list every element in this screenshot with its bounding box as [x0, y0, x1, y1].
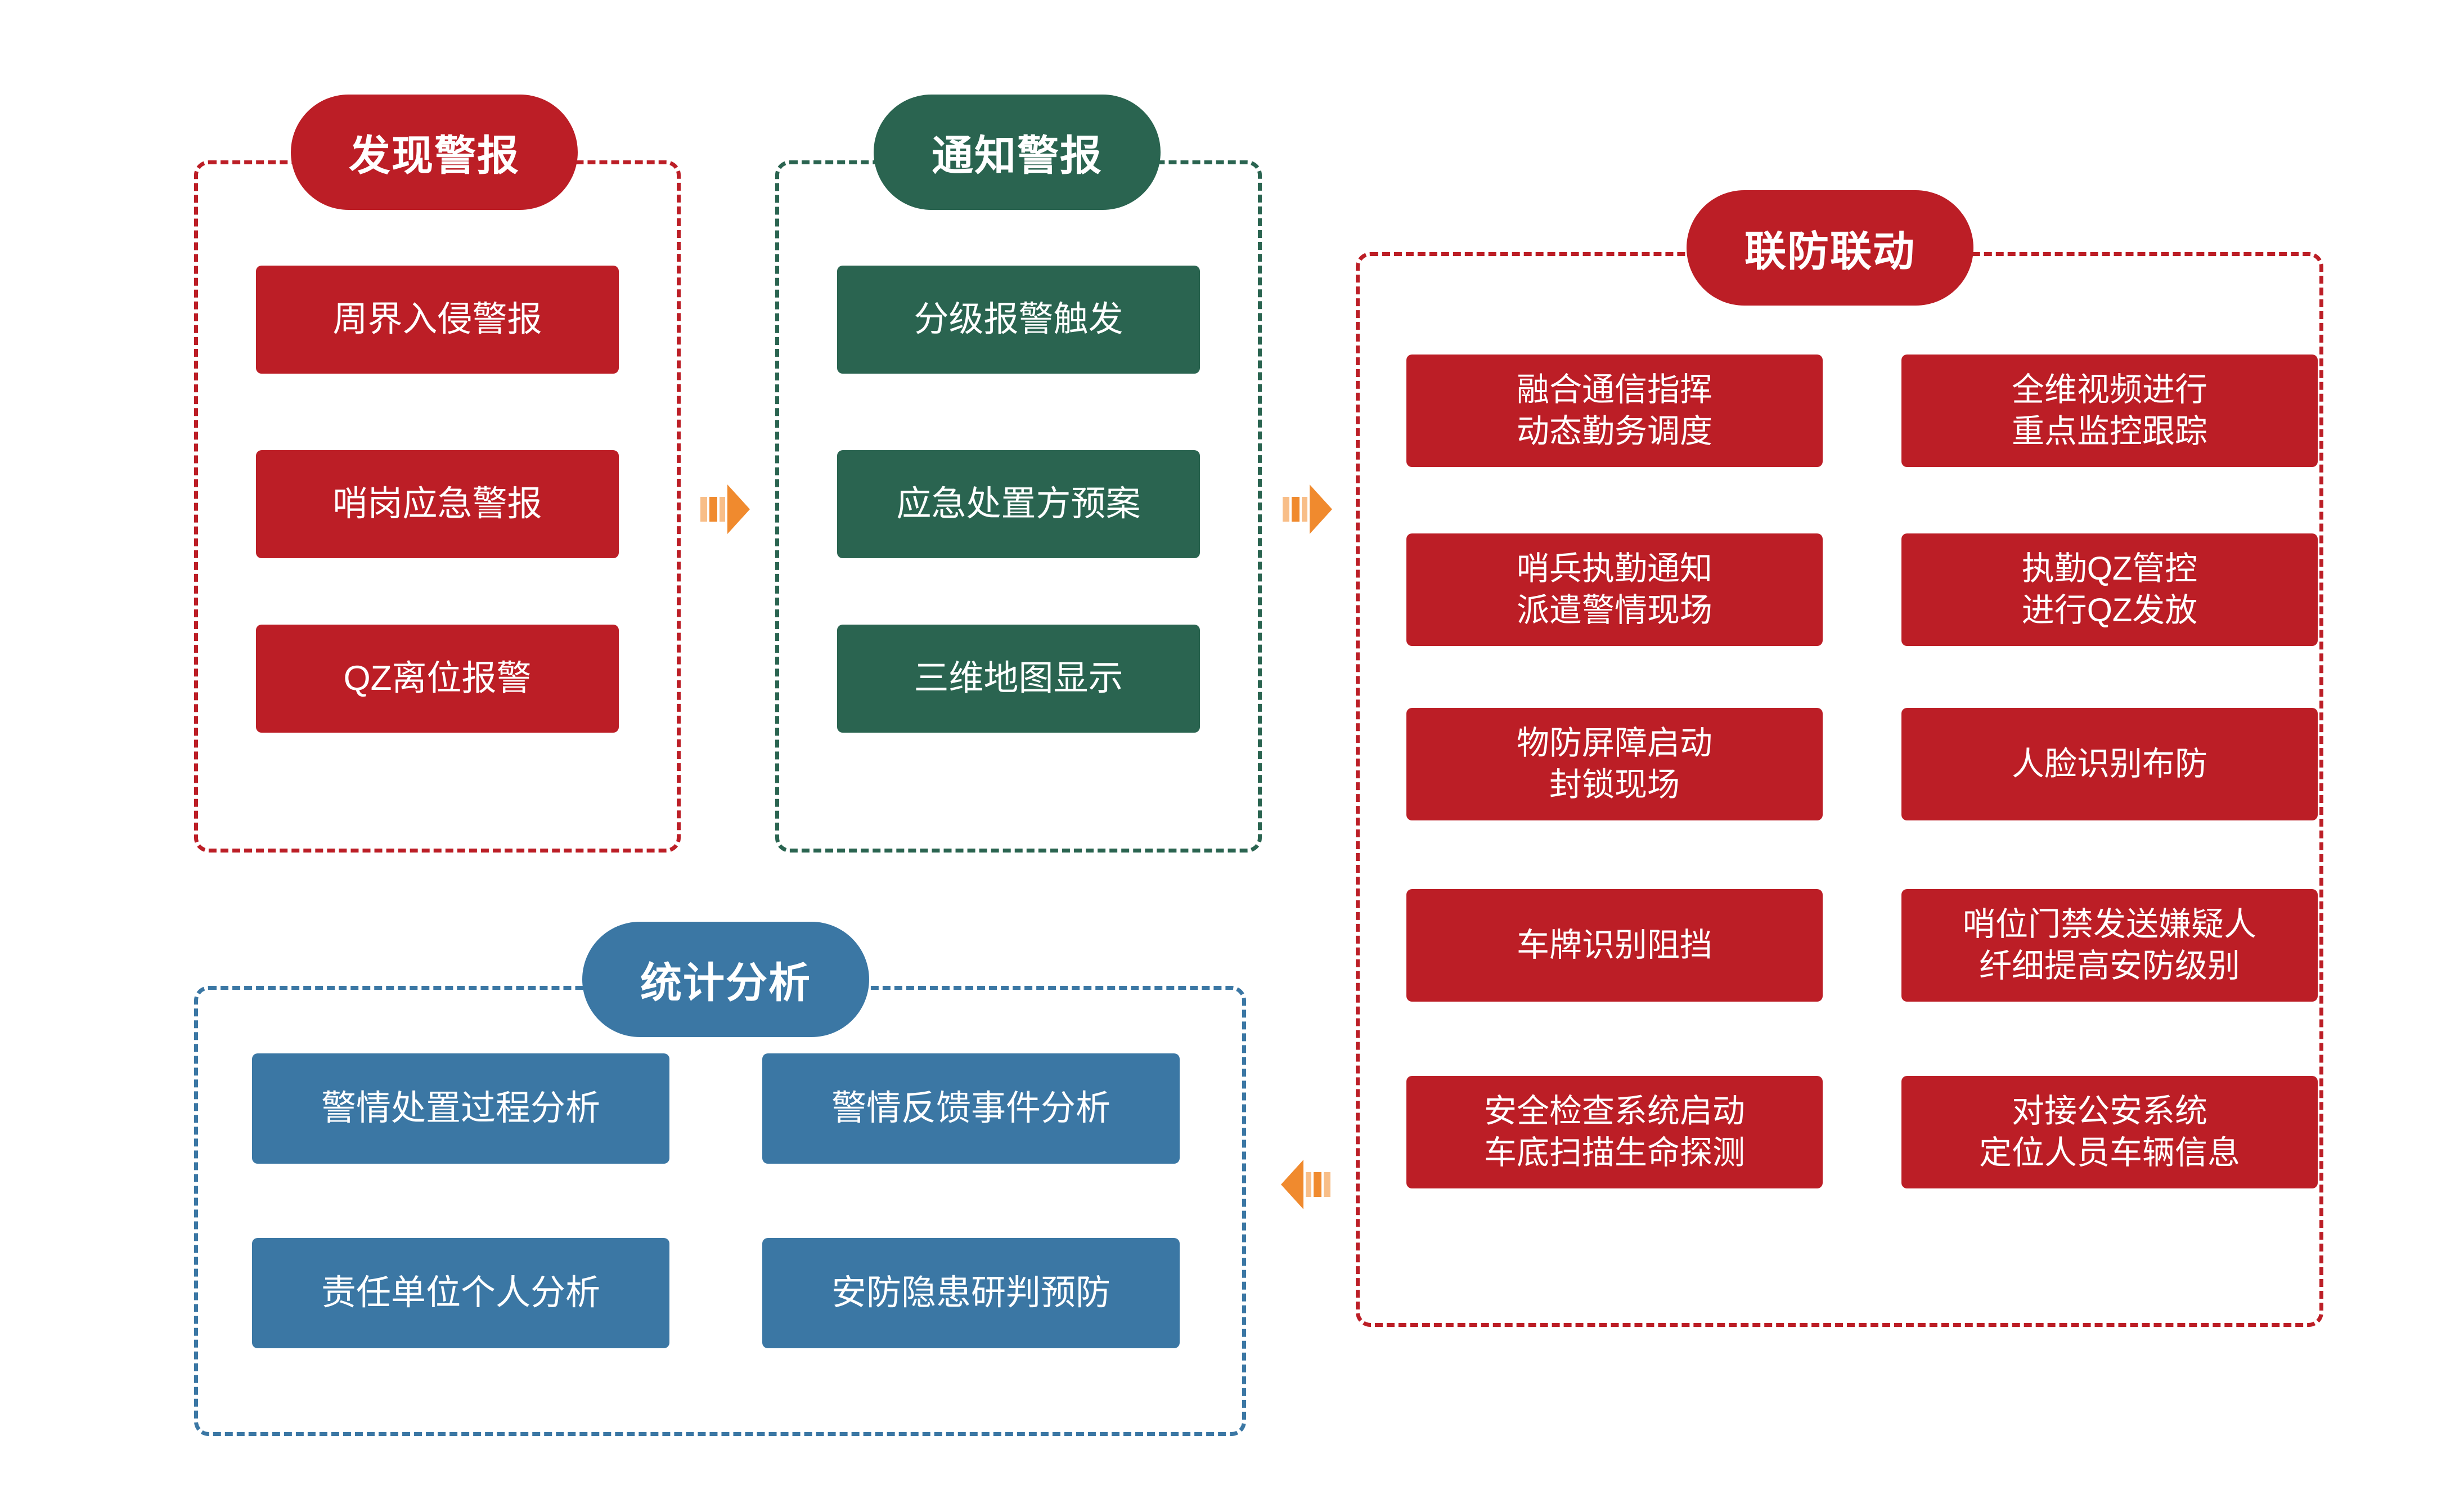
- item-label: 哨位门禁发送嫌疑人 纤细提高安防级别: [1962, 905, 2256, 984]
- item-label: 安全检查系统启动 车底扫描生命探测: [1483, 1092, 1745, 1171]
- item-box-graded-alarm-trigger[interactable]: 分级报警触发: [837, 266, 1200, 374]
- item-label: QZ离位报警: [343, 659, 532, 698]
- item-box-responsible-unit-analysis[interactable]: 责任单位个人分析: [252, 1238, 669, 1348]
- item-box-incident-handling-analysis[interactable]: 警情处置过程分析: [252, 1053, 669, 1164]
- arrow-notify-to-joint: [1283, 481, 1333, 537]
- group-header-joint-defense[interactable]: 联防联动: [1687, 190, 1973, 306]
- item-label: 哨兵执勤通知 派遣警情现场: [1516, 550, 1712, 629]
- group-header-discover-alarm[interactable]: 发现警报: [291, 95, 578, 210]
- item-box-gate-suspect-alert[interactable]: 哨位门禁发送嫌疑人 纤细提高安防级别: [1901, 889, 2318, 1002]
- group-header-label: 统计分析: [640, 959, 811, 1006]
- item-box-perimeter-intrusion-alarm[interactable]: 周界入侵警报: [256, 266, 619, 374]
- item-box-incident-feedback-analysis[interactable]: 警情反馈事件分析: [762, 1053, 1180, 1164]
- item-label: 警情处置过程分析: [321, 1089, 600, 1128]
- item-box-security-risk-prevention[interactable]: 安防隐患研判预防: [762, 1238, 1180, 1348]
- item-box-sentry-duty-dispatch[interactable]: 哨兵执勤通知 派遣警情现场: [1406, 533, 1823, 646]
- item-label: 警情反馈事件分析: [831, 1089, 1110, 1128]
- group-header-notify-alarm[interactable]: 通知警报: [874, 95, 1161, 210]
- item-box-duty-qz-control[interactable]: 执勤QZ管控 进行QZ发放: [1901, 533, 2318, 646]
- group-header-label: 通知警报: [932, 132, 1103, 179]
- item-label: 人脸识别布防: [2011, 745, 2207, 782]
- item-box-security-inspection-system[interactable]: 安全检查系统启动 车底扫描生命探测: [1406, 1076, 1823, 1188]
- item-box-fusion-comms-command[interactable]: 融合通信指挥 动态勤务调度: [1406, 355, 1823, 467]
- item-label: 应急处置方预案: [896, 484, 1141, 524]
- item-box-police-system-integration[interactable]: 对接公安系统 定位人员车辆信息: [1901, 1076, 2318, 1188]
- arrow-joint-to-stats: [1280, 1156, 1330, 1213]
- item-box-plate-recognition-block[interactable]: 车牌识别阻挡: [1406, 889, 1823, 1002]
- item-label: 分级报警触发: [914, 300, 1123, 339]
- item-label: 周界入侵警报: [332, 300, 542, 339]
- item-box-omni-video-tracking[interactable]: 全维视频进行 重点监控跟踪: [1901, 355, 2318, 467]
- item-box-emergency-response-plan[interactable]: 应急处置方预案: [837, 450, 1200, 558]
- item-box-physical-barrier-lockdown[interactable]: 物防屏障启动 封锁现场: [1406, 708, 1823, 820]
- item-label: 对接公安系统 定位人员车辆信息: [1979, 1092, 2240, 1171]
- group-header-label: 联防联动: [1744, 228, 1916, 275]
- item-label: 全维视频进行 重点监控跟踪: [2011, 371, 2207, 450]
- item-label: 融合通信指挥 动态勤务调度: [1516, 371, 1712, 450]
- arrow-discover-to-notify: [700, 481, 751, 537]
- item-label: 责任单位个人分析: [321, 1273, 600, 1313]
- group-header-statistics-analysis[interactable]: 统计分析: [582, 922, 869, 1037]
- item-label: 哨岗应急警报: [332, 484, 542, 524]
- item-box-qz-offpost-alarm[interactable]: QZ离位报警: [256, 625, 619, 733]
- item-label: 车牌识别阻挡: [1516, 926, 1712, 963]
- item-box-sentry-emergency-alarm[interactable]: 哨岗应急警报: [256, 450, 619, 558]
- item-box-3d-map-display[interactable]: 三维地图显示: [837, 625, 1200, 733]
- item-label: 安防隐患研判预防: [831, 1273, 1110, 1313]
- item-label: 物防屏障启动 封锁现场: [1516, 724, 1712, 803]
- group-header-label: 发现警报: [349, 132, 520, 179]
- item-box-face-recognition-deployment[interactable]: 人脸识别布防: [1901, 708, 2318, 820]
- item-label: 三维地图显示: [914, 659, 1123, 698]
- item-label: 执勤QZ管控 进行QZ发放: [2021, 550, 2198, 629]
